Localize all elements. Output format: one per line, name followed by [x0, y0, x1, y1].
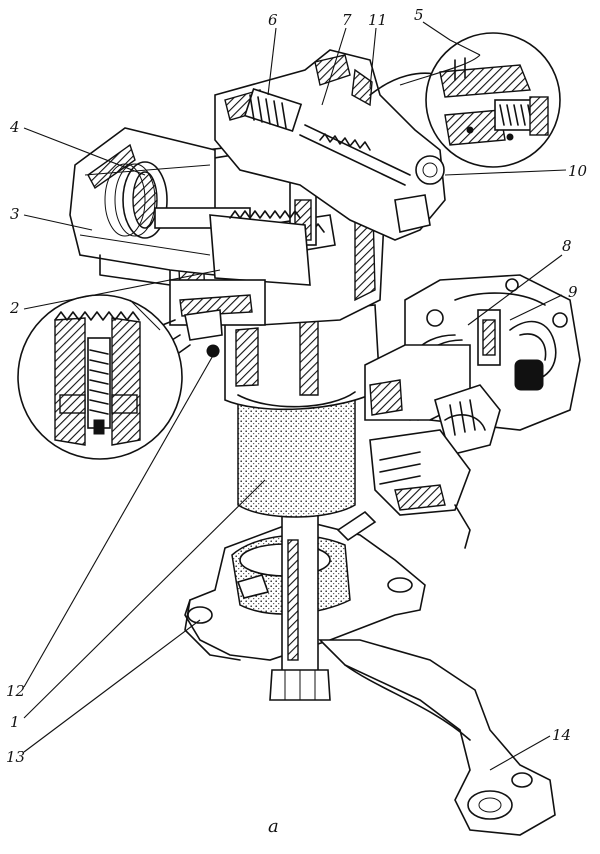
- lever-arm-14: [318, 639, 556, 836]
- figure-caption: а: [268, 816, 279, 837]
- label-10: 10: [568, 162, 588, 180]
- label-7: 7: [342, 11, 352, 29]
- detail-inset-left: [17, 294, 183, 460]
- main-housing: [224, 299, 381, 518]
- vertical-shaft: [236, 504, 377, 701]
- leader-lines: [23, 21, 567, 771]
- label-8: 8: [562, 237, 572, 255]
- control-valve-assembly: [364, 274, 581, 549]
- power-cylinder: [69, 127, 251, 286]
- label-4: 4: [9, 118, 20, 136]
- label-14: 14: [552, 726, 571, 744]
- label-11: 11: [368, 11, 387, 29]
- label-6: 6: [268, 11, 278, 29]
- detail-inset-5: [425, 32, 561, 168]
- part-labels: 6 7 11 5 4 3 2 10 8 9 12 1 13 14 а: [6, 6, 588, 837]
- label-12: 12: [6, 682, 25, 700]
- label-3: 3: [10, 205, 20, 223]
- rack-valve-block: [139, 210, 311, 373]
- label-9: 9: [568, 283, 578, 301]
- label-2: 2: [9, 299, 20, 317]
- label-1: 1: [10, 713, 20, 731]
- distributor-valve: [214, 49, 446, 241]
- label-5: 5: [414, 6, 424, 24]
- label-13: 13: [6, 748, 25, 766]
